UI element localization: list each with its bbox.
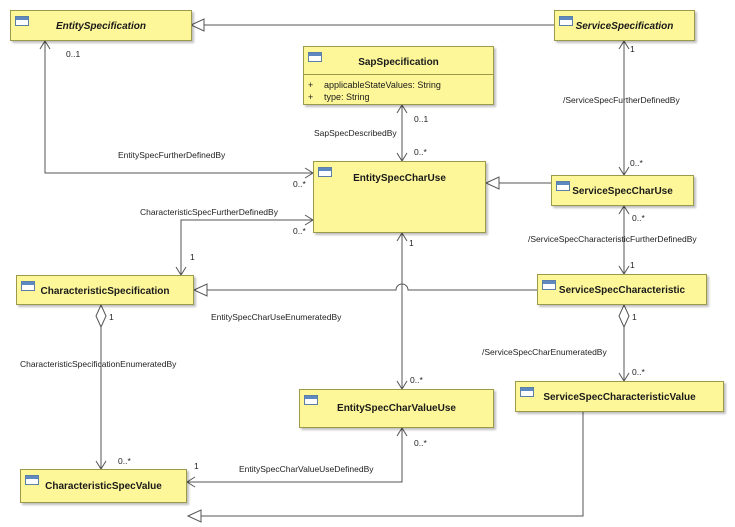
multiplicity-label: 0..* bbox=[632, 213, 645, 223]
class-name: ServiceSpecCharacteristicValue bbox=[543, 392, 696, 403]
multiplicity-label: 0..* bbox=[632, 367, 645, 377]
assoc-label-entity-spec-char-use-enumerated-by: EntitySpecCharUseEnumeratedBy bbox=[211, 312, 342, 322]
class-icon bbox=[556, 181, 570, 191]
assoc-label-sap-spec-described-by: SapSpecDescribedBy bbox=[314, 128, 397, 138]
attribute-separator bbox=[304, 74, 493, 75]
nav-arrow bbox=[39, 40, 51, 50]
multiplicity-label: 1 bbox=[632, 312, 637, 322]
nav-arrow bbox=[396, 104, 408, 114]
assoc-label-entity-spec-char-value-use-defined-by: EntitySpecCharValueUseDefinedBy bbox=[239, 464, 374, 474]
nav-arrow bbox=[618, 40, 630, 50]
multiplicity-label: 1 bbox=[194, 461, 199, 471]
class-service-spec-char-use[interactable]: ServiceSpecCharUse bbox=[551, 175, 694, 206]
class-icon bbox=[542, 280, 556, 290]
multiplicity-label: 0..* bbox=[293, 226, 306, 236]
class-icon bbox=[25, 475, 39, 485]
class-name: SapSpecification bbox=[358, 57, 439, 68]
class-icon bbox=[308, 52, 322, 62]
multiplicity-label: 0..* bbox=[414, 438, 427, 448]
nav-arrow bbox=[618, 205, 630, 215]
class-name: EntitySpecCharUse bbox=[353, 173, 446, 184]
class-service-spec-characteristic-value[interactable]: ServiceSpecCharacteristicValue bbox=[515, 381, 724, 412]
attribute-row: +type: String bbox=[308, 92, 370, 102]
nav-arrow bbox=[396, 427, 408, 437]
assoc-label-characteristic-spec-further-defined-by: CharacteristicSpecFurtherDefinedBy bbox=[140, 207, 278, 217]
class-icon bbox=[559, 16, 573, 26]
assoc-label-entity-spec-further-defined-by: EntitySpecFurtherDefinedBy bbox=[118, 150, 226, 160]
assoc-entity-spec-further-defined-by bbox=[44, 41, 313, 174]
class-name: EntitySpecification bbox=[55, 21, 146, 32]
class-icon bbox=[21, 281, 35, 291]
class-entity-spec-char-value-use[interactable]: EntitySpecCharValueUse bbox=[299, 389, 494, 428]
class-name: ServiceSpecCharacteristic bbox=[558, 285, 686, 296]
class-characteristic-spec-value[interactable]: CharacteristicSpecValue bbox=[20, 469, 187, 503]
multiplicity-label: 1 bbox=[630, 44, 635, 54]
class-icon bbox=[304, 395, 318, 405]
attribute-row: +applicableStateValues: String bbox=[308, 80, 441, 90]
multiplicity-label: 0..* bbox=[410, 375, 423, 385]
composition-diamond bbox=[618, 303, 630, 329]
assoc-label-service-spec-further-defined-by: /ServiceSpecFurtherDefinedBy bbox=[563, 95, 680, 105]
composition-diamond bbox=[95, 303, 107, 329]
class-icon bbox=[318, 167, 332, 177]
generalization-arrowhead bbox=[186, 509, 202, 523]
class-name: CharacteristicSpecification bbox=[40, 286, 170, 297]
multiplicity-label: 0..* bbox=[414, 147, 427, 157]
nav-arrow bbox=[186, 476, 196, 488]
class-name: ServiceSpecCharUse bbox=[572, 186, 673, 197]
multiplicity-label: 1 bbox=[109, 312, 114, 322]
assoc-label-service-spec-char-enumerated-by: /ServiceSpecCharEnumeratedBy bbox=[482, 347, 607, 357]
class-entity-specification[interactable]: EntitySpecification bbox=[10, 10, 192, 41]
multiplicity-label: 0..1 bbox=[414, 114, 429, 124]
class-characteristic-specification[interactable]: CharacteristicSpecification bbox=[16, 275, 194, 305]
multiplicity-label: 1 bbox=[409, 238, 414, 248]
class-name: ServiceSpecification bbox=[575, 21, 674, 32]
generalization-arrowhead bbox=[484, 176, 500, 190]
multiplicity-label: 0..* bbox=[293, 179, 306, 189]
class-icon bbox=[520, 387, 534, 397]
generalization-service-spec-characteristic bbox=[207, 283, 537, 291]
multiplicity-label: 0..* bbox=[630, 158, 643, 168]
generalization-arrowhead bbox=[192, 283, 208, 297]
assoc-characteristic-spec-further-defined-by bbox=[180, 219, 313, 275]
multiplicity-label: 0..1 bbox=[66, 49, 81, 59]
class-name: CharacteristicSpecValue bbox=[45, 481, 162, 492]
class-name: EntitySpecCharValueUse bbox=[337, 403, 456, 414]
nav-arrow bbox=[396, 232, 408, 242]
assoc-label-characteristic-specification-enumerated-by: CharacteristicSpecificationEnumeratedBy bbox=[20, 359, 177, 369]
class-sap-specification[interactable]: SapSpecification +applicableStateValues:… bbox=[303, 46, 494, 105]
multiplicity-label: 0..* bbox=[118, 456, 131, 466]
generalization-arrowhead bbox=[189, 18, 205, 32]
assoc-entity-spec-char-value-use-defined-by bbox=[187, 428, 403, 483]
assoc-label-service-spec-characteristic-further-defined-by: /ServiceSpecCharacteristicFurtherDefined… bbox=[528, 234, 697, 244]
class-entity-spec-char-use[interactable]: EntitySpecCharUse bbox=[313, 161, 486, 233]
generalization-service-spec-char-value bbox=[201, 412, 584, 517]
class-icon bbox=[15, 16, 29, 26]
multiplicity-label: 1 bbox=[630, 260, 635, 270]
class-service-specification[interactable]: ServiceSpecification bbox=[554, 10, 695, 41]
multiplicity-label: 1 bbox=[190, 252, 195, 262]
class-service-spec-characteristic[interactable]: ServiceSpecCharacteristic bbox=[537, 274, 707, 305]
